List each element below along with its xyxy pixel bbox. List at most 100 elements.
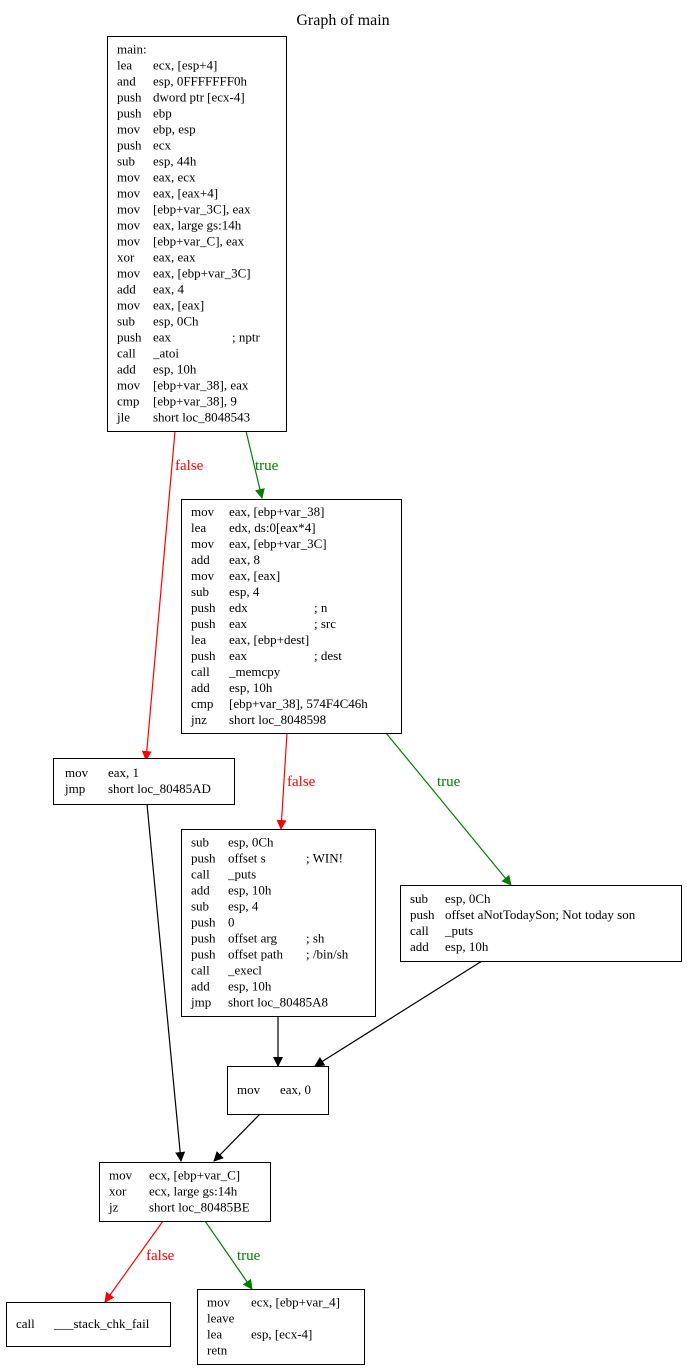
asm-operand: short loc_8048543: [153, 410, 250, 425]
asm-operand: eax, 1: [108, 765, 139, 780]
asm-operand: esp, 0Ch: [445, 891, 491, 906]
asm-operand: ebp, esp: [153, 122, 196, 137]
edge-label-false: false: [175, 458, 204, 474]
asm-operand: [ebp+var_38], 9: [153, 394, 237, 409]
asm-mnemonic: mov: [207, 1295, 231, 1310]
asm-comment: ; sh: [306, 931, 325, 946]
asm-mnemonic: push: [117, 106, 142, 121]
asm-mnemonic: push: [191, 851, 216, 866]
asm-operand: _execl: [227, 963, 262, 978]
asm-mnemonic: call: [117, 346, 136, 361]
edge-chk-to-ret: [204, 1220, 253, 1290]
edge-mov0-to-chk: [213, 1113, 261, 1162]
asm-operand: ecx, [ebp+var_4]: [251, 1295, 340, 1310]
asm-operand: eax, large gs:14h: [153, 218, 242, 233]
basic-block-mov1[interactable]: mov eax, 1 jmp short loc_80485AD: [53, 758, 235, 805]
asm-operand: _puts: [227, 867, 256, 882]
asm-operand: ebp: [153, 106, 172, 121]
asm-mnemonic: jnz: [190, 712, 207, 727]
asm-mnemonic: push: [191, 600, 216, 615]
asm-operand: edx, ds:0[eax*4]: [229, 520, 316, 535]
asm-mnemonic: and: [117, 74, 136, 89]
edge-label-true: true: [255, 458, 279, 474]
asm-operand: ecx: [153, 138, 172, 153]
asm-mnemonic: jmp: [64, 781, 85, 796]
asm-operand: esp, 0Ch: [153, 314, 199, 329]
asm-comment: ; WIN!: [306, 851, 343, 866]
asm-mnemonic: call: [410, 923, 429, 938]
asm-mnemonic: mov: [117, 298, 141, 313]
asm-mnemonic: add: [191, 552, 210, 567]
asm-comment: ; src: [314, 616, 336, 631]
asm-comment: ; dest: [314, 648, 342, 663]
asm-operand: edx: [229, 600, 248, 615]
block-border: [53, 758, 235, 805]
asm-operand: eax, 4: [153, 282, 185, 297]
asm-mnemonic: sub: [410, 891, 428, 906]
asm-mnemonic: mov: [117, 202, 141, 217]
asm-mnemonic: mov: [117, 218, 141, 233]
asm-mnemonic: jz: [108, 1200, 119, 1215]
asm-operand: eax, [ebp+var_3C]: [229, 536, 327, 551]
asm-mnemonic: push: [191, 915, 216, 930]
edge-main-to-memcpy: [245, 430, 265, 499]
asm-mnemonic: mov: [191, 568, 215, 583]
asm-operand: offset aNotTodaySon; Not today son: [445, 907, 636, 922]
asm-operand: esp, 10h: [228, 883, 272, 898]
asm-operand: eax, 8: [229, 552, 260, 567]
asm-operand: ecx, [esp+4]: [153, 58, 217, 73]
asm-mnemonic: call: [16, 1316, 35, 1331]
asm-operand: eax, [eax+4]: [153, 186, 218, 201]
asm-operand: eax, [eax]: [153, 298, 204, 313]
asm-mnemonic: mov: [191, 504, 215, 519]
asm-mnemonic: add: [117, 282, 136, 297]
asm-operand: short loc_80485AD: [108, 781, 211, 796]
asm-operand: offset path: [228, 947, 283, 962]
asm-operand: eax: [229, 616, 248, 631]
asm-mnemonic: jmp: [190, 995, 211, 1010]
edge-label-false: false: [287, 774, 316, 790]
asm-mnemonic: push: [117, 90, 142, 105]
asm-mnemonic: sub: [191, 584, 209, 599]
asm-operand: offset arg: [228, 931, 277, 946]
asm-operand: esp, 0Ch: [228, 835, 274, 850]
asm-operand: esp, 10h: [228, 979, 272, 994]
asm-operand: [ebp+var_C], eax: [153, 234, 245, 249]
asm-mnemonic: leave: [207, 1311, 235, 1326]
asm-operand: esp, 4: [229, 584, 260, 599]
edge-memcpy-to-notson: [385, 732, 512, 886]
asm-comment: ; /bin/sh: [306, 947, 349, 962]
asm-operand: eax: [229, 648, 248, 663]
asm-mnemonic: call: [191, 963, 210, 978]
asm-mnemonic: cmp: [191, 696, 213, 711]
asm-operand: [ebp+var_38], eax: [153, 378, 249, 393]
asm-mnemonic: mov: [117, 122, 141, 137]
asm-mnemonic: add: [117, 362, 136, 377]
asm-mnemonic: push: [191, 648, 216, 663]
asm-operand: eax: [153, 330, 172, 345]
basic-block-fail[interactable]: call___stack_chk_fail: [6, 1302, 171, 1347]
asm-mnemonic: call: [191, 664, 210, 679]
asm-mnemonic: mov: [191, 536, 215, 551]
asm-mnemonic: mov: [65, 765, 89, 780]
asm-operand: short loc_80485BE: [149, 1200, 250, 1215]
asm-mnemonic: mov: [237, 1082, 261, 1097]
asm-operand: 0: [228, 915, 235, 930]
asm-comment: ; nptr: [232, 330, 260, 345]
edge-notson-to-mov0: [314, 960, 483, 1067]
asm-mnemonic: sub: [191, 899, 209, 914]
asm-operand: _memcpy: [228, 664, 281, 679]
asm-mnemonic: mov: [117, 266, 141, 281]
edge-main-to-mov1: [141, 430, 176, 761]
asm-mnemonic: lea: [191, 520, 206, 535]
asm-operand: _puts: [444, 923, 473, 938]
asm-operand: ecx, [ebp+var_C]: [149, 1168, 240, 1183]
